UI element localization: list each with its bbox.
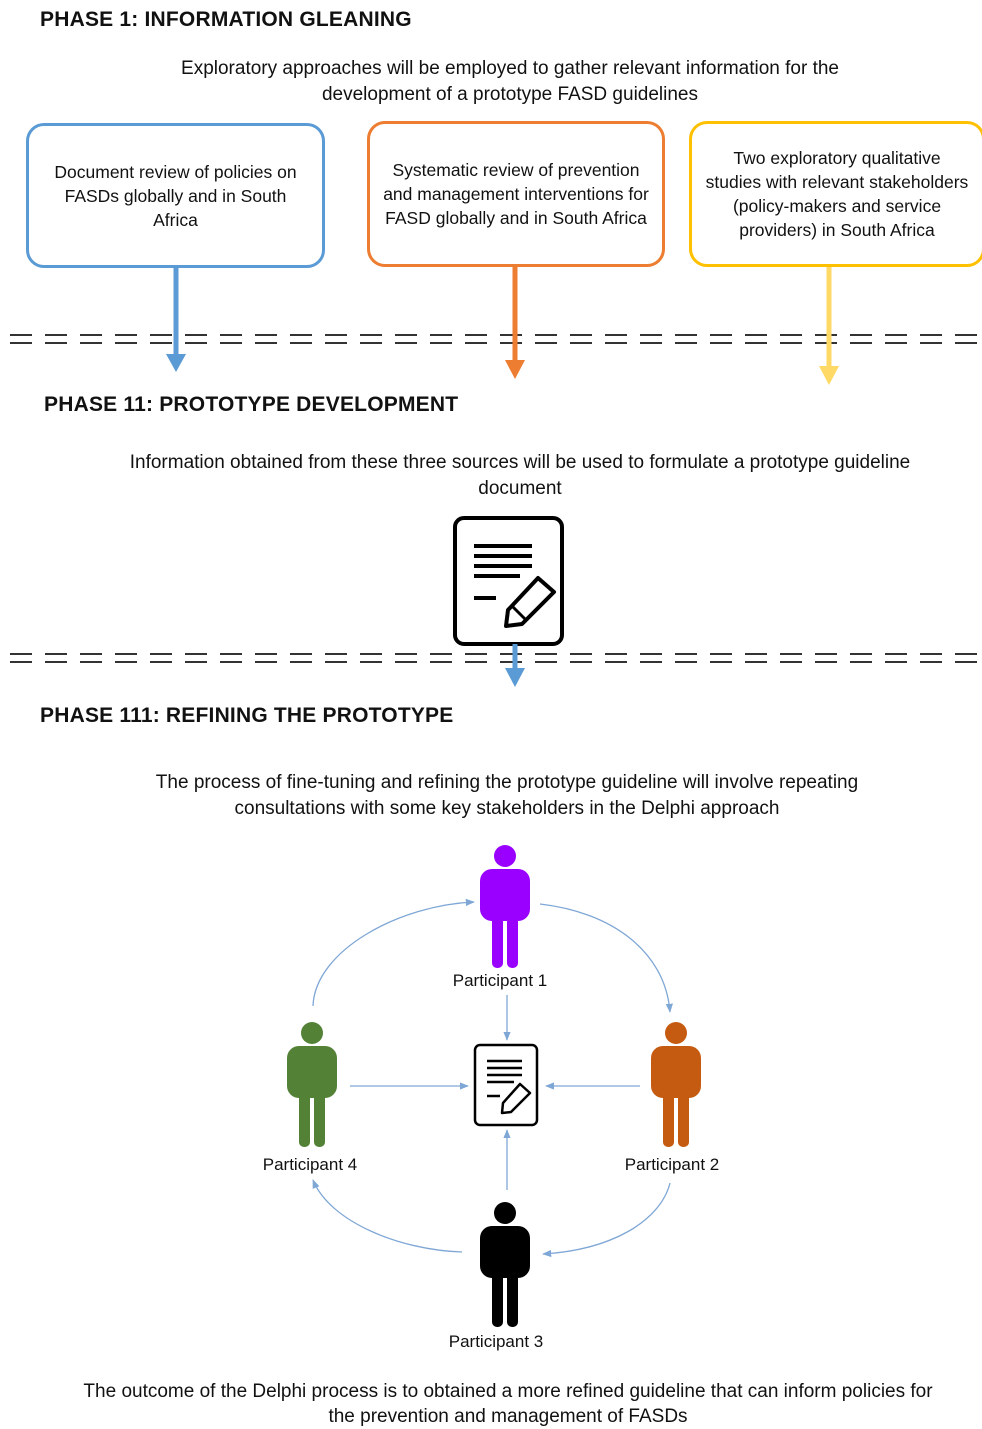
phase3-intro: The process of fine-tuning and refining …: [155, 772, 859, 819]
document-review-box: Document review of policies on FASDs glo…: [26, 123, 325, 268]
separator-2: [10, 653, 982, 663]
arrow-p3-to-p4: [312, 1179, 463, 1253]
phase1-heading: PHASE 1: INFORMATION GLEANING: [40, 8, 412, 31]
arrow-blue: [166, 268, 186, 372]
arrow-p2-to-p3: [542, 1182, 671, 1258]
participant-1-figure: [480, 845, 530, 968]
arrow-p4-to-p1: [312, 898, 475, 1007]
participant-1-label: Participant 1: [452, 971, 548, 990]
outcome-text: The outcome of the Delphi process is to …: [83, 1381, 933, 1427]
document-edit-icon: [453, 516, 564, 646]
systematic-review-box: Systematic review of prevention and mana…: [367, 121, 665, 267]
participant-2-figure: [651, 1022, 701, 1147]
phase2-intro: Information obtained from these three so…: [129, 452, 911, 499]
participant-3-figure: [480, 1202, 530, 1327]
center-document-icon: [473, 1043, 539, 1127]
participant-4-label: Participant 4: [262, 1155, 358, 1174]
separator-1: [10, 334, 982, 344]
arrow-p1-to-p2: [539, 903, 673, 1013]
arrow-orange: [505, 267, 525, 379]
participant-3-label: Participant 3: [448, 1332, 544, 1351]
arrow-yellow: [819, 267, 839, 385]
phase2-heading: PHASE 11: PROTOTYPE DEVELOPMENT: [44, 393, 459, 416]
qualitative-studies-box: Two exploratory qualitative studies with…: [689, 121, 982, 267]
phase1-intro: Exploratory approaches will be employed …: [181, 58, 839, 105]
arrow-down-phase2: [505, 644, 525, 687]
phase3-heading: PHASE 111: REFINING THE PROTOTYPE: [40, 704, 454, 727]
participant-4-figure: [287, 1022, 337, 1147]
participant-2-label: Participant 2: [624, 1155, 720, 1174]
